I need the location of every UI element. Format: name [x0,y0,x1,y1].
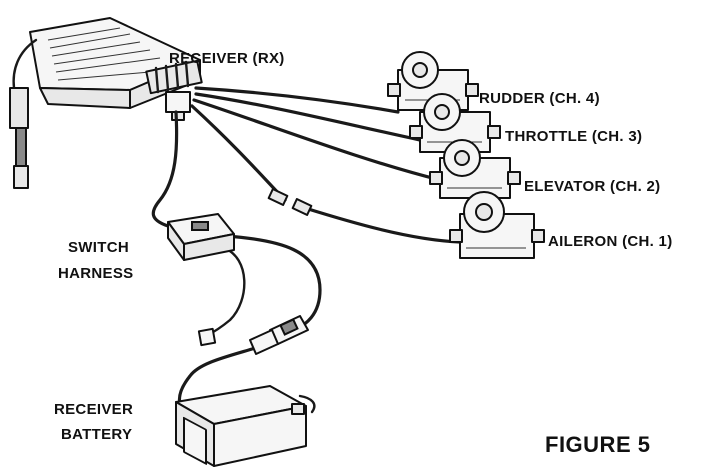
label-battery-line1: RECEIVER [54,401,133,418]
charge-connector [197,327,217,347]
switch-harness-wires [151,110,322,406]
wire-rx-to-switch [151,110,179,228]
label-receiver: RECEIVER (RX) [169,50,285,67]
label-aileron: AILERON (CH. 1) [548,233,673,250]
servo-elevator [429,139,521,199]
servo-wires [190,86,462,244]
wire-switch-to-battery-conn [224,234,322,332]
switch [167,213,235,261]
wire-charge-lead [204,246,246,338]
label-switch-line2: HARNESS [58,265,133,282]
battery-connectors [249,315,309,355]
antenna-lead [9,38,38,189]
receiver-battery [175,385,316,467]
figure-caption: FIGURE 5 [545,432,650,457]
label-battery-line2: BATTERY [61,426,132,443]
label-elevator: ELEVATOR (CH. 2) [524,178,660,195]
servo-aileron [449,191,545,259]
wire-aileron-ext [303,206,462,244]
receiver [29,17,203,121]
wire-throttle [194,92,422,142]
label-switch-line1: SWITCH [68,239,129,256]
wire-rudder [194,86,400,114]
wire-elevator [192,98,442,182]
wire-battery-lead [177,344,264,406]
aileron-extension-connector [267,188,313,216]
label-rudder: RUDDER (CH. 4) [479,90,600,107]
wire-aileron [190,104,287,202]
label-throttle: THROTTLE (CH. 3) [505,128,642,145]
servo-throttle [409,93,501,153]
